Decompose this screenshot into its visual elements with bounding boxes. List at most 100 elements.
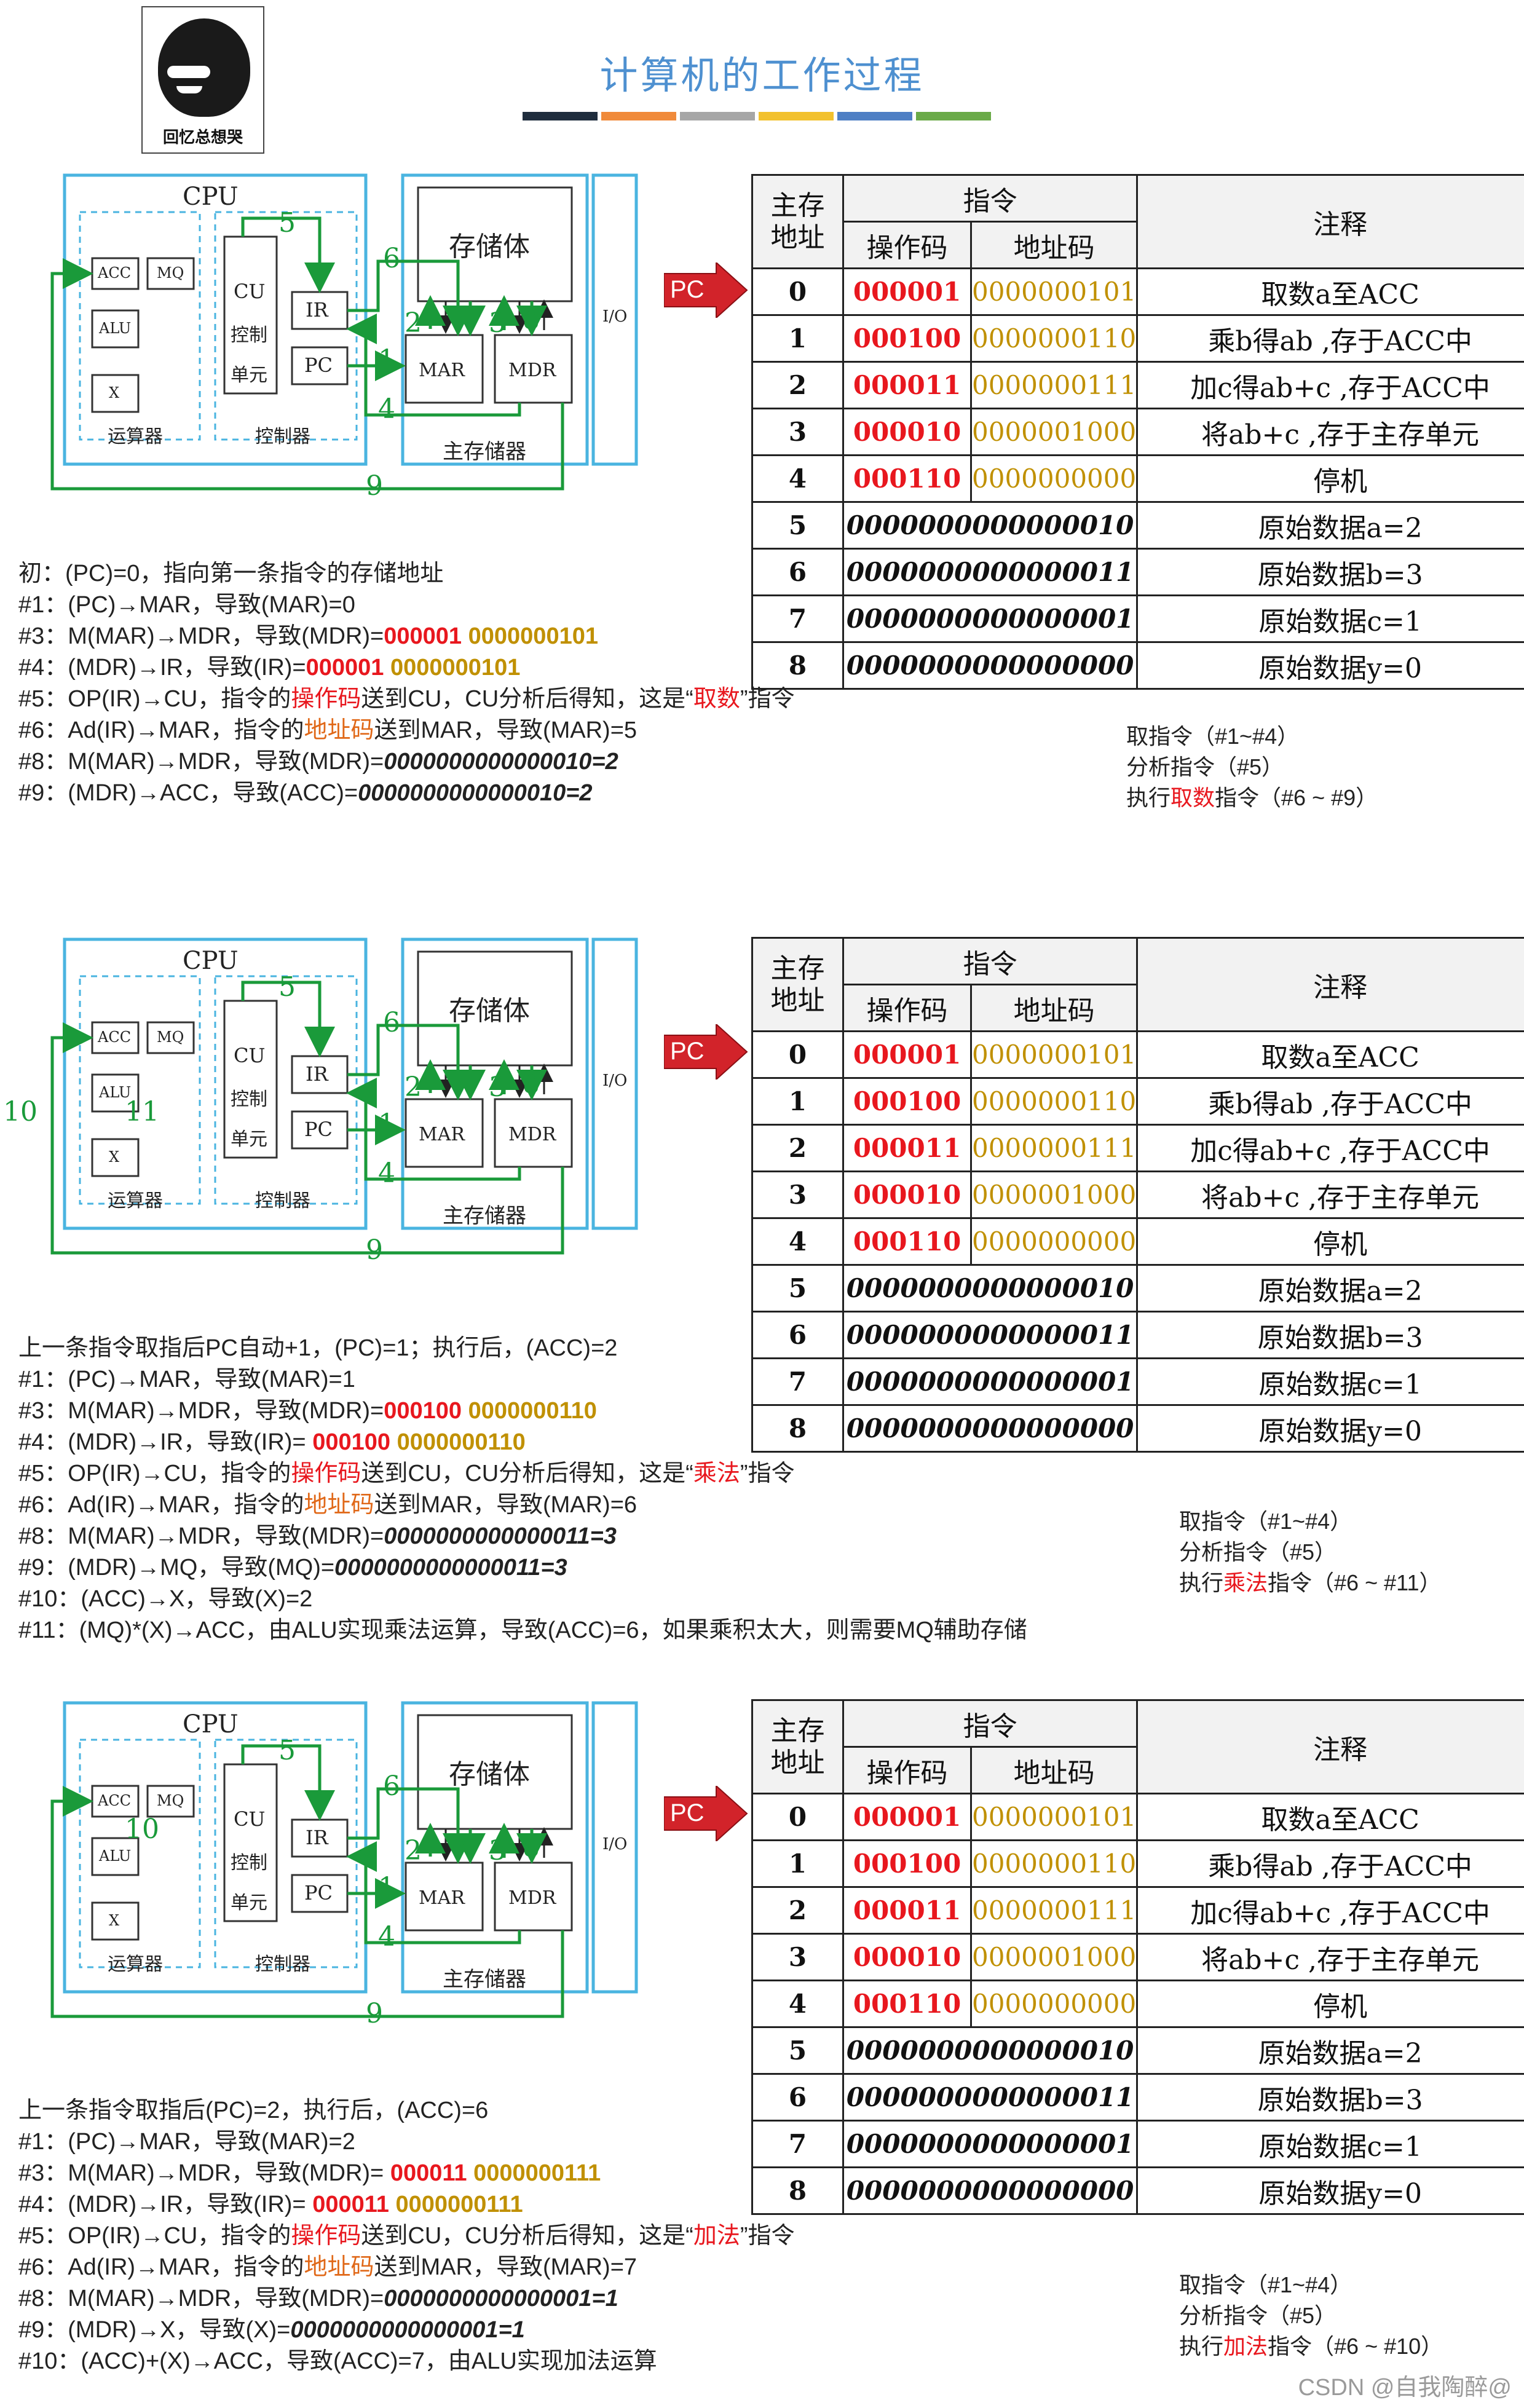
cell-data: 0000000000000000 (842, 2166, 1139, 2215)
mar-register: MAR (419, 1124, 465, 1145)
execution-steps: 上一条指令取指后(PC)=2，执行后，(ACC)=6 #1：(PC)→MAR，导致… (18, 2095, 795, 2377)
cell-address: 5 (751, 501, 844, 550)
cell-address: 4 (751, 1980, 844, 2028)
header-note: 注释 (1136, 174, 1524, 269)
data-path-step-5: 5 (278, 207, 296, 239)
pc-pointer-arrow: PC (663, 1784, 750, 1843)
cell-address-code: 0000000101 (969, 1030, 1139, 1079)
cell-note: 原始数据b=3 (1136, 548, 1524, 596)
cell-address-code: 0000000110 (969, 1077, 1139, 1126)
avatar-mouth (176, 86, 202, 93)
pc-pointer-arrow: PC (663, 261, 750, 320)
x-register: X (109, 1148, 120, 1166)
data-path-step-8: 8 (523, 304, 540, 336)
step-line: #5：OP(IR)→CU，指令的操作码送到CU，CU分析后得知，这是“乘法”指令 (18, 1461, 795, 1486)
header-main-memory-address: 主存 地址 (751, 937, 844, 1032)
cell-note: 乘b得ab ,存于ACC中 (1136, 1077, 1524, 1126)
cu-label: CU (234, 1807, 266, 1831)
ir-register: IR (306, 298, 328, 322)
x-register: X (109, 1912, 120, 1929)
cell-data: 0000000000000000 (842, 641, 1139, 690)
cell-address: 6 (751, 1311, 844, 1359)
data-path-step-4: 4 (378, 1158, 395, 1189)
cell-address-code: 0000001000 (969, 1933, 1139, 1981)
storage-body-label: 存储体 (449, 231, 530, 263)
computer-structure-diagram-3: CPU ACC MQ ALU X CU 控制 单元 IR PC 运算器 控制器 … (46, 1697, 661, 2041)
cpu-label: CPU (183, 1710, 239, 1739)
cell-address: 7 (751, 2120, 844, 2168)
cell-opcode: 000001 (842, 1030, 972, 1079)
cell-opcode: 000011 (842, 1124, 972, 1172)
pc-pointer-arrow: PC (663, 1022, 750, 1081)
cell-address-code: 0000000000 (969, 1980, 1139, 2028)
controller-group-label: 控制器 (255, 426, 310, 448)
data-path-step-4: 4 (378, 1921, 395, 1952)
cell-opcode: 000010 (842, 408, 972, 456)
io-label: I/O (602, 1835, 628, 1853)
step-line: #3：M(MAR)→MDR，导致(MDR)=000100 0000000110 (18, 1398, 597, 1424)
cell-note: 停机 (1136, 1980, 1524, 2028)
cell-data: 0000000000000000 (842, 1404, 1139, 1453)
main-memory-label: 主存储器 (443, 1967, 526, 1992)
unit-label: 单元 (231, 365, 267, 386)
data-path-step-10: 10 (125, 1814, 159, 1845)
cell-data: 0000000000000001 (842, 2120, 1139, 2168)
cell-note: 原始数据b=3 (1136, 2073, 1524, 2122)
data-path-step-2: 2 (405, 1072, 422, 1103)
cell-note: 取数a至ACC (1136, 267, 1524, 316)
mq-register: MQ (157, 1792, 184, 1809)
cell-opcode: 000110 (842, 1980, 972, 2028)
color-bar (680, 112, 755, 120)
step-line: #1：(PC)→MAR，导致(MAR)=2 (18, 2129, 355, 2155)
cell-address: 3 (751, 1933, 844, 1981)
cell-address-code: 0000001000 (969, 1170, 1139, 1219)
cell-note: 原始数据c=1 (1136, 2120, 1524, 2168)
step-line: #6：Ad(IR)→MAR，指令的地址码送到MAR，导致(MAR)=5 (18, 717, 638, 743)
step-line: 上一条指令取指后(PC)=2，执行后，(ACC)=6 (18, 2098, 489, 2123)
cell-opcode: 000011 (842, 361, 972, 409)
header-address-code: 地址码 (969, 1746, 1139, 1794)
data-path-step-9: 9 (366, 1234, 383, 1266)
cell-opcode: 000110 (842, 454, 972, 503)
computer-structure-diagram-2: CPU ACC MQ ALU X CU 控制 单元 IR PC 运算器 控制器 … (3, 933, 661, 1277)
cell-note: 加c得ab+c ,存于ACC中 (1136, 1124, 1524, 1172)
execution-steps: 初：(PC)=0，指向第一条指令的存储地址#1：(PC)→MAR，导致(MAR)… (18, 558, 795, 809)
step-line: #6：Ad(IR)→MAR，指令的地址码送到MAR，导致(MAR)=7 (18, 2254, 638, 2280)
control-label: 控制 (231, 1089, 267, 1110)
pc-pointer-label: PC (670, 276, 705, 303)
cell-address: 2 (751, 1124, 844, 1172)
author-avatar: 回忆总想哭 (141, 6, 264, 154)
mq-register: MQ (157, 1028, 184, 1046)
data-path-step-7: 7 (451, 1068, 468, 1100)
cell-data: 0000000000000001 (842, 1357, 1139, 1406)
storage-body-label: 存储体 (449, 1759, 530, 1790)
header-note: 注释 (1136, 1699, 1524, 1794)
cell-note: 加c得ab+c ,存于ACC中 (1136, 361, 1524, 409)
cell-data: 0000000000000010 (842, 2026, 1139, 2075)
ir-register: IR (306, 1062, 328, 1086)
cell-address: 8 (751, 2166, 844, 2215)
cell-note: 将ab+c ,存于主存单元 (1136, 408, 1524, 456)
cell-opcode: 000010 (842, 1170, 972, 1219)
cell-note: 原始数据y=0 (1136, 2166, 1524, 2215)
cell-address-code: 0000000101 (969, 267, 1139, 316)
data-path-step-1: 1 (378, 344, 395, 376)
cell-address: 1 (751, 314, 844, 363)
cell-note: 原始数据y=0 (1136, 641, 1524, 690)
cell-note: 原始数据a=2 (1136, 1264, 1524, 1313)
cell-address: 5 (751, 1264, 844, 1313)
data-path-step-7: 7 (451, 1832, 468, 1863)
cell-note: 乘b得ab ,存于ACC中 (1136, 314, 1524, 363)
